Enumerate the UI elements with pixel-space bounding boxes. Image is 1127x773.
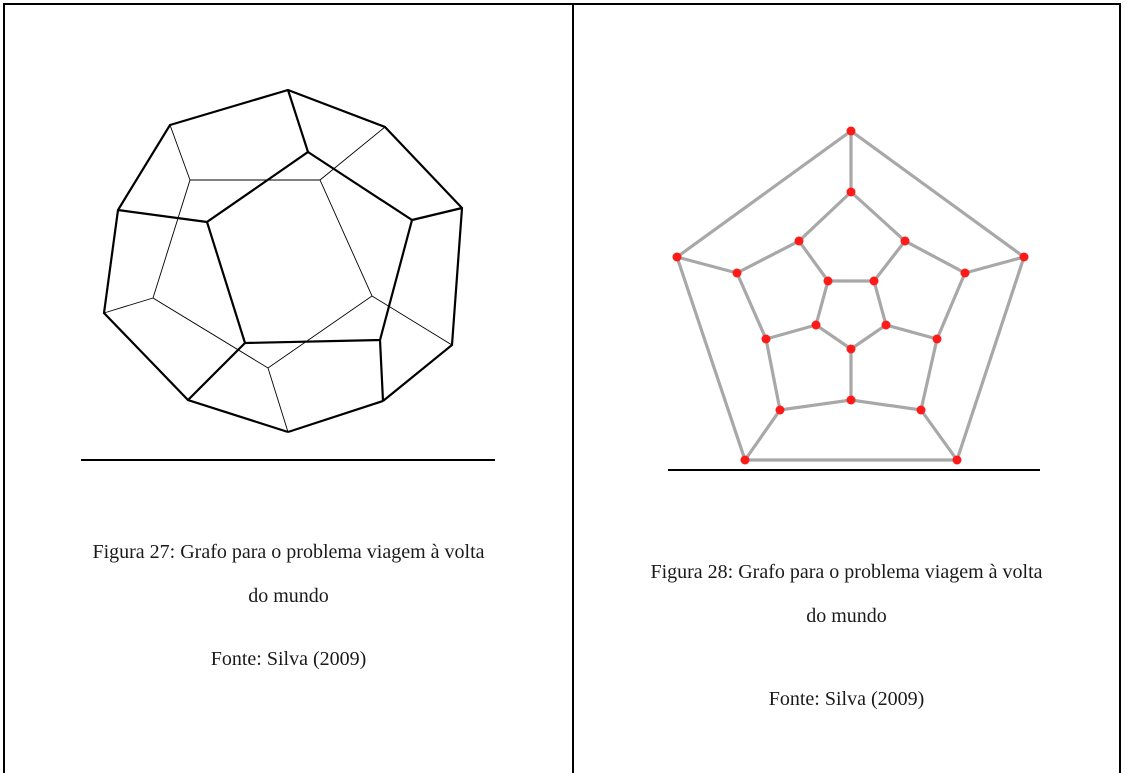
caption-line: do mundo [248,585,329,607]
caption-line: do mundo [806,605,887,627]
figure-table [3,3,1121,773]
caption-line: Figura 27: Grafo para o problema viagem … [92,541,485,563]
figure-caption: Figura 27: Grafo para o problema viagem … [5,530,572,618]
dodecahedral-graph-figure [672,126,1029,465]
dodecahedron-figure [102,88,464,434]
caption-line: Figura 28: Grafo para o problema viagem … [650,561,1043,583]
figure-caption: Figura 28: Grafo para o problema viagem … [574,550,1119,638]
figure-source: Fonte: Silva (2009) [768,688,925,710]
figure-source: Fonte: Silva (2009) [210,648,367,670]
figure-underline [668,469,1040,471]
table-column-divider [572,3,574,773]
figure-underline [81,459,495,461]
